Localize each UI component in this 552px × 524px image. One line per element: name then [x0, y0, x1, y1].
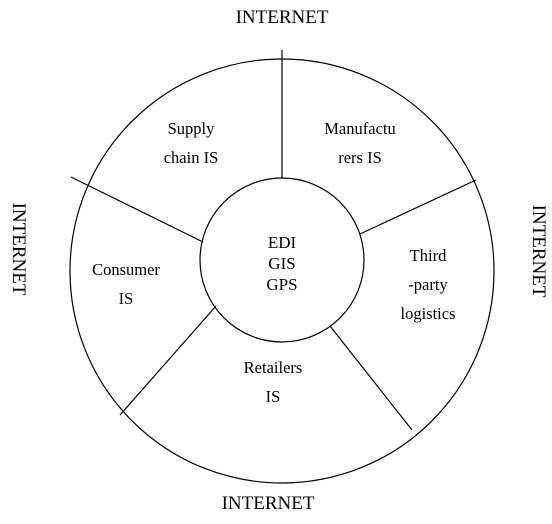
segment-retailers-is: Retailers IS [213, 353, 333, 411]
divider-lower-left [119, 305, 217, 416]
divider-right [359, 179, 477, 235]
center-line-gis: GIS [268, 254, 296, 273]
divider-left [70, 176, 204, 243]
segment-line: rers IS [338, 148, 382, 167]
segment-line: Manufactu [324, 119, 396, 138]
segment-line: Retailers [243, 358, 303, 377]
segment-line: logistics [400, 304, 456, 323]
segment-consumer-is: Consumer IS [66, 255, 186, 313]
segment-third-party-logistics: Third -party logistics [378, 241, 478, 328]
internet-label-right: INTERNET [528, 204, 549, 298]
segment-line: Supply [167, 119, 215, 138]
segment-line: IS [265, 387, 281, 406]
segment-line: Third [409, 246, 447, 265]
segment-line: chain IS [163, 148, 219, 167]
internet-label-left: INTERNET [8, 202, 29, 296]
center-line-gps: GPS [266, 275, 298, 294]
center-core-label: EDI GIS GPS [232, 232, 332, 295]
segment-supply-chain-is: Supply chain IS [131, 114, 251, 172]
segment-line: Consumer [92, 260, 160, 279]
segment-line: IS [118, 289, 134, 308]
divider-lower-right [329, 325, 413, 431]
internet-label-top: INTERNET [235, 7, 329, 28]
internet-label-bottom: INTERNET [221, 493, 315, 514]
center-line-edi: EDI [267, 233, 297, 252]
segment-manufacturers-is: Manufactu rers IS [300, 114, 420, 172]
segment-line: -party [408, 275, 448, 294]
